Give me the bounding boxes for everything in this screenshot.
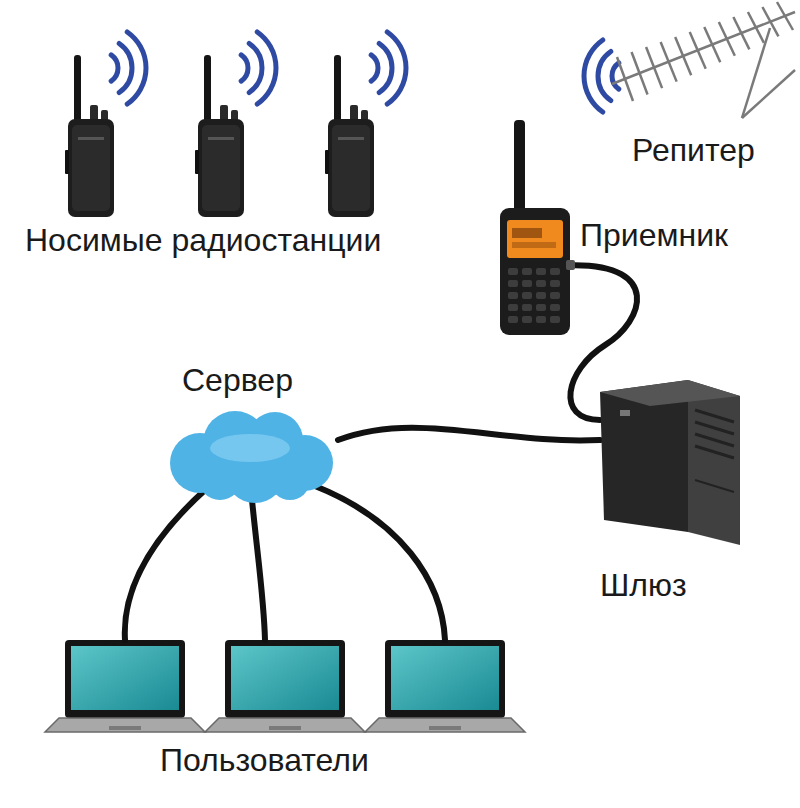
wave-arc [249,43,262,92]
antenna-element [617,57,633,101]
node-label: Шлюз [600,567,687,604]
antenna-element [632,52,648,95]
cable-connector [338,428,600,441]
wave-arc [111,55,118,81]
wave-arc [379,43,392,92]
gateway-node: Шлюз [600,380,740,545]
caption-label: Пользователи [160,742,369,779]
antenna-element [748,12,764,43]
wave-arc [612,63,619,89]
wave-arc [371,55,378,81]
antenna-element [675,37,691,75]
antenna-element [646,47,662,88]
wave-arc [241,55,248,81]
handheld-radios [65,55,374,217]
wave-arc [584,40,603,112]
server-node: Сервер [160,408,340,503]
antenna-element [704,27,720,62]
node-label: Приемник [580,217,728,254]
wave-arc [257,32,276,104]
caption-label: Носимые радиостанции [25,222,381,259]
network-wires [125,486,445,640]
antenna-element [661,42,677,82]
caption-label: Репитер [632,132,755,169]
antenna-element [719,22,735,56]
radio-waves [111,32,619,112]
node-label: Сервер [182,362,293,399]
receiver-node: Приемник [500,120,575,335]
antenna-element [733,17,749,49]
user-laptops [45,640,525,732]
server-cloud [160,408,340,503]
antenna-element [777,2,793,30]
antenna-element [690,32,706,69]
wave-arc [127,32,146,104]
wave-arc [119,43,132,92]
repeater-antenna [612,2,795,118]
wave-arc [387,32,406,104]
gateway-computer [600,380,740,545]
wave-arc [598,51,611,100]
antenna-element [762,7,778,36]
receiver-radio [500,120,575,335]
